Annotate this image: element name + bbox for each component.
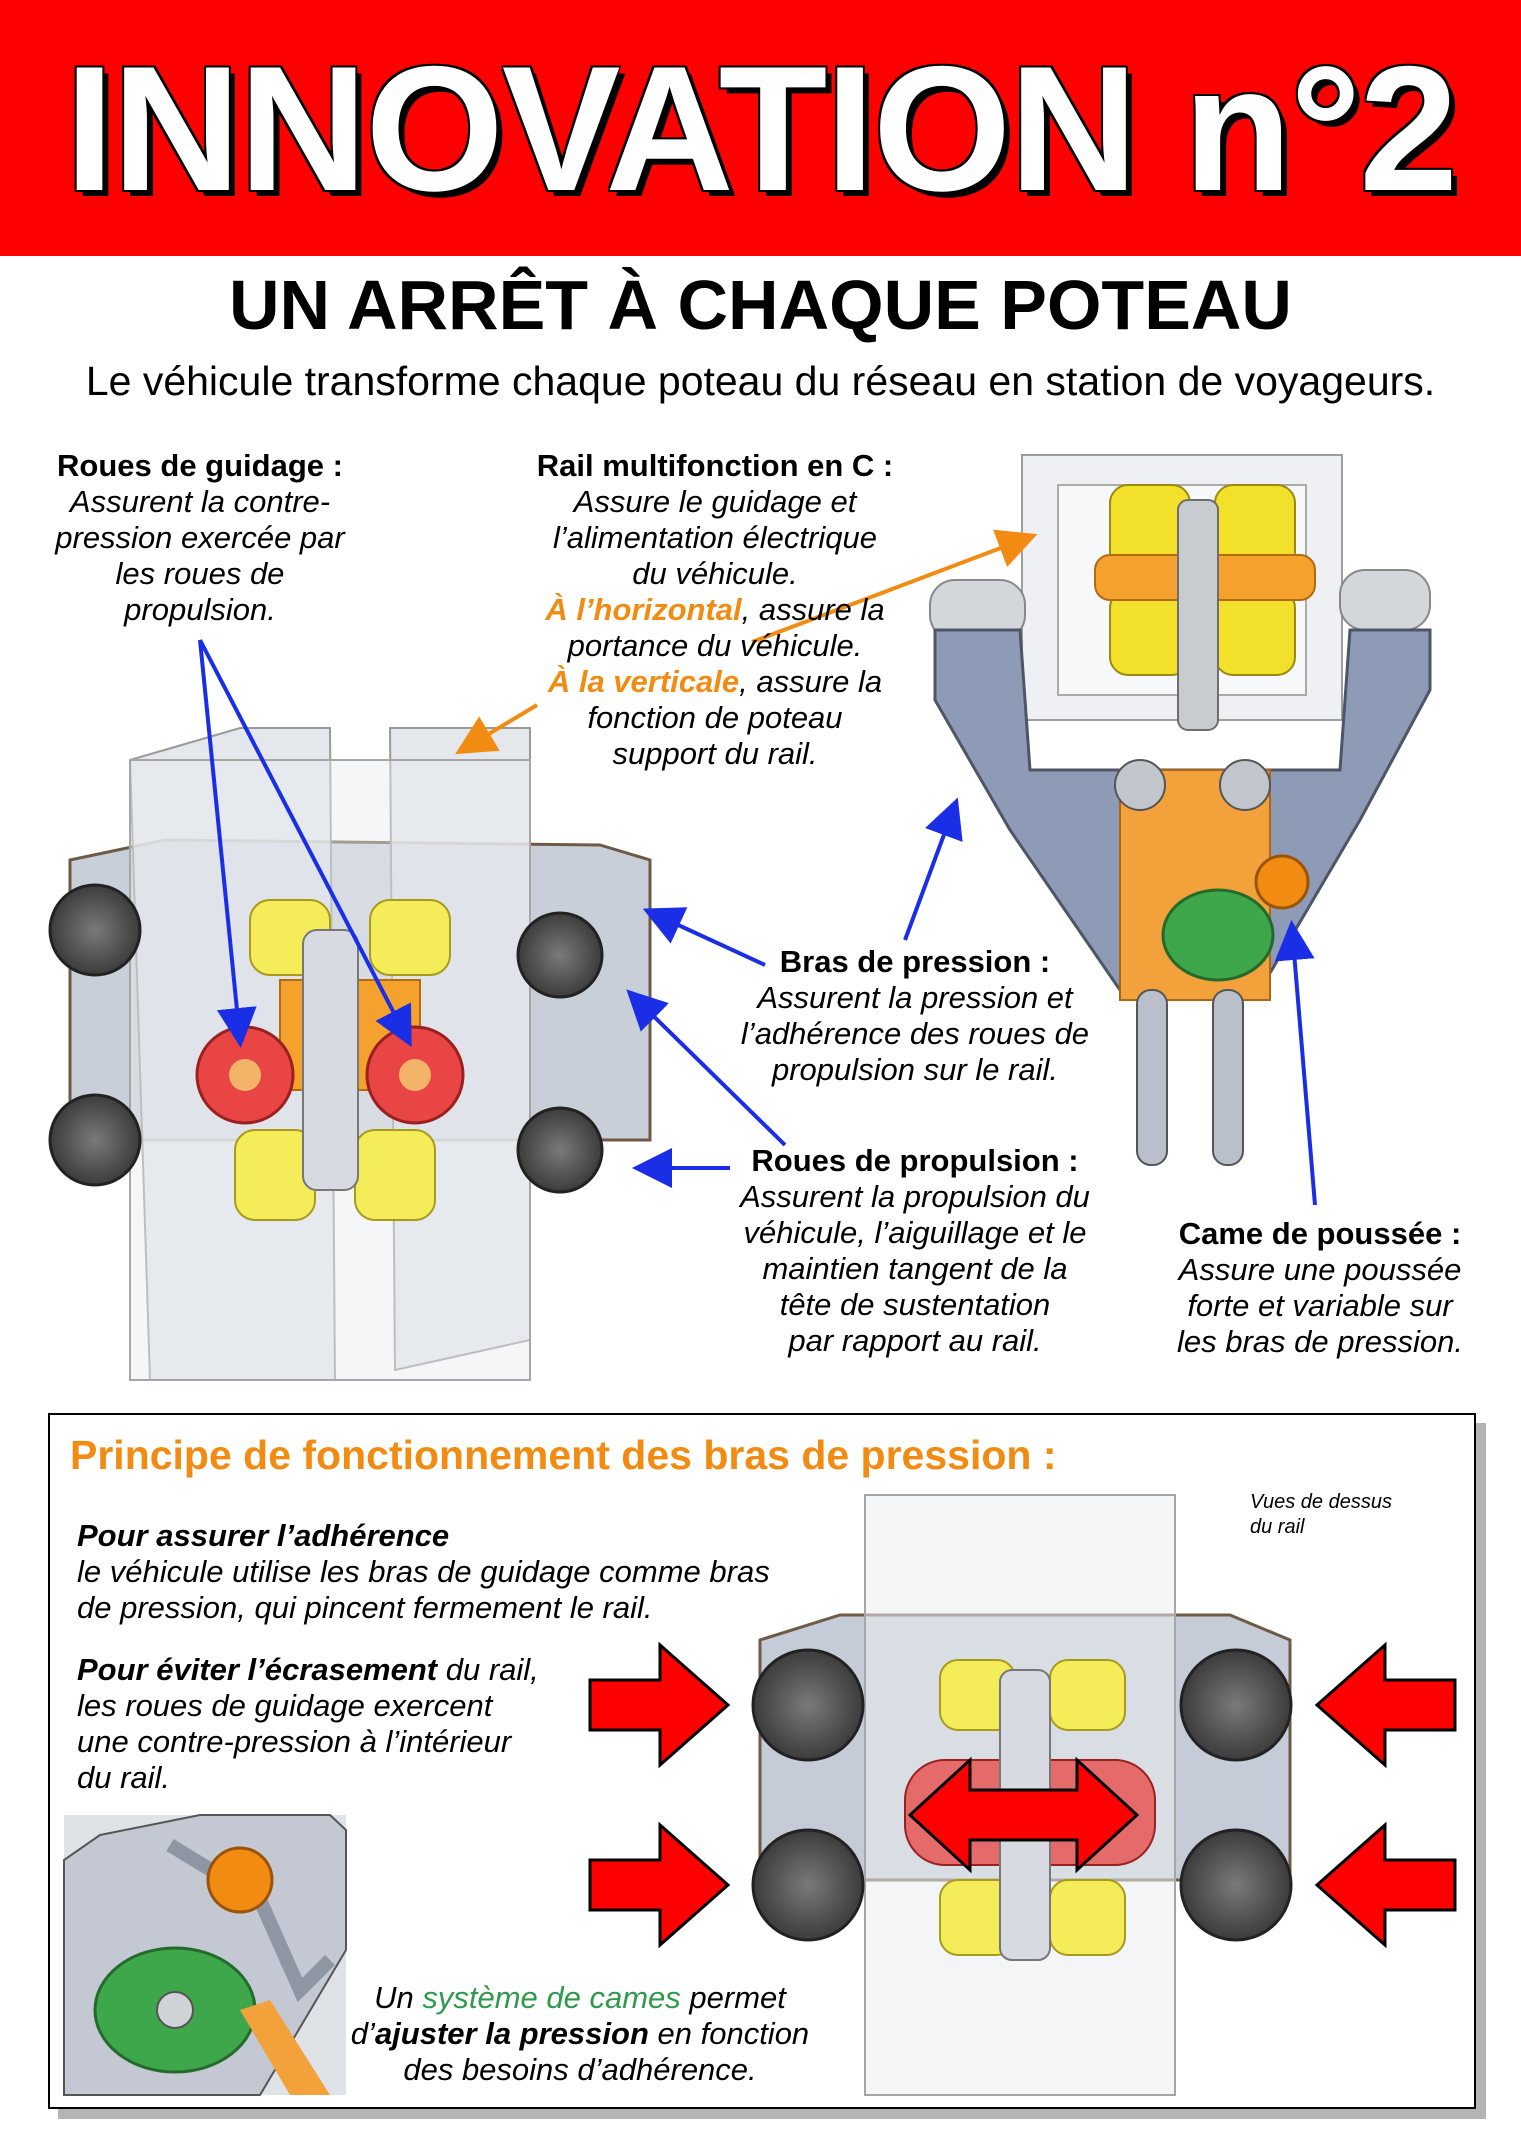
paragraph-text: du rail, (437, 1652, 539, 1687)
callout-line: portance du véhicule. (567, 628, 863, 663)
top-view-label-line: du rail (1250, 1516, 1305, 1538)
arrow-icon (903, 797, 963, 941)
callout-line: les roues de (115, 556, 285, 591)
arrow-icon (588, 1821, 731, 1949)
adherence-paragraph: Pour assurer l’adhérence le véhicule uti… (77, 1518, 837, 1626)
paragraph-line: du rail. (77, 1760, 171, 1795)
cam-detail-illustration (63, 1814, 347, 2096)
arrow-icon (642, 907, 766, 967)
title-banner (0, 0, 1521, 256)
guide-wheel-icon (48, 883, 142, 1187)
paragraph-line: de pression, qui pincent fermement le ra… (77, 1590, 653, 1625)
arrow-icon (455, 703, 539, 755)
horizontal-emphasis: À l’horizontal (545, 592, 742, 627)
callout-heading: Roues de guidage : (57, 448, 343, 483)
arrow-icon (751, 529, 1038, 644)
callout-guide-wheels: Roues de guidage : Assurent la contre- p… (30, 448, 370, 628)
callout-line: Assurent la pression et (757, 980, 1073, 1015)
vertical-emphasis: À la verticale (547, 664, 740, 699)
banner-title: INNOVATION n°2 (64, 28, 1458, 228)
paragraph-text: Un (374, 1980, 423, 2015)
callout-line: À l’horizontal, assure la (520, 592, 910, 628)
arrow-icon (198, 639, 412, 1048)
callout-line: Assurent la contre- (69, 484, 331, 519)
arrow-icon (1274, 920, 1317, 1206)
arrow-icon (1314, 1641, 1457, 1769)
callout-line: propulsion sur le rail. (771, 1052, 1059, 1087)
callout-line: Assure une poussée (1178, 1252, 1462, 1287)
callout-propulsion-wheels: Roues de propulsion : Assurent la propul… (720, 1143, 1110, 1359)
paragraph-line: des besoins d’adhérence. (403, 2052, 757, 2087)
callout-heading: Rail multifonction en C : (536, 448, 894, 483)
cam-system-paragraph: Un système de cames permet d’ajuster la … (300, 1980, 860, 2088)
callout-line: véhicule, l’aiguillage et le (743, 1215, 1087, 1250)
subtitle: UN ARRÊT À CHAQUE POTEAU (229, 266, 1292, 344)
callout-line: Assurent la propulsion du (740, 1179, 1090, 1214)
callout-line: du véhicule. (632, 556, 798, 591)
guide-wheel-icon (751, 1648, 1293, 1942)
crushing-paragraph: Pour éviter l’écrasement du rail, les ro… (77, 1652, 617, 1796)
arrow-icon (198, 639, 257, 1048)
callout-line: forte et variable sur (1187, 1288, 1453, 1323)
callout-pressure-arms: Bras de pression : Assurent la pression … (725, 944, 1105, 1088)
callout-line: l’adhérence des roues de (740, 1016, 1090, 1051)
callout-line: l’alimentation électrique (553, 520, 877, 555)
tagline: Le véhicule transforme chaque poteau du … (85, 358, 1436, 404)
paragraph-text: d’ (350, 2016, 375, 2051)
callout-line: Assure le guidage et (573, 484, 857, 519)
callout-line: maintien tangent de la (762, 1251, 1068, 1286)
callout-heading: Bras de pression : (779, 944, 1051, 979)
crushing-heading: Pour éviter l’écrasement (77, 1652, 438, 1687)
adherence-heading: Pour assurer l’adhérence (77, 1518, 450, 1553)
callout-cam: Came de poussée : Assure une poussée for… (1150, 1216, 1490, 1360)
paragraph-line: le véhicule utilise les bras de guidage … (77, 1554, 770, 1589)
callout-line: les bras de pression. (1176, 1324, 1464, 1359)
callout-line: propulsion. (124, 592, 276, 627)
callout-line: fonction de poteau (587, 700, 843, 735)
arrow-icon (626, 989, 787, 1147)
top-view-label-line: Vues de dessus (1250, 1491, 1392, 1513)
red-arrows (588, 1641, 1457, 1949)
cam-system-emphasis: système de cames (422, 1980, 681, 2015)
arrow-icon (588, 1641, 731, 1769)
orange-arrows (455, 529, 1038, 755)
callout-heading: Roues de propulsion : (751, 1143, 1079, 1178)
callout-heading: Came de poussée : (1178, 1216, 1462, 1251)
pressure-emphasis: ajuster la pression (374, 2016, 649, 2051)
callout-line: pression exercée par (55, 520, 345, 555)
callout-text: , assure la (741, 592, 885, 627)
arrow-icon (1314, 1821, 1457, 1949)
callout-line: support du rail. (612, 736, 818, 771)
cam-icon (1161, 854, 1310, 982)
callout-rail: Rail multifonction en C : Assure le guid… (520, 448, 910, 772)
paragraph-text: en fonction (648, 2016, 810, 2051)
right-assembly-illustration (929, 454, 1432, 1166)
propulsion-wheel-icon (516, 911, 604, 1194)
callout-line: tête de sustentation (779, 1287, 1051, 1322)
callout-line: par rapport au rail. (788, 1323, 1042, 1358)
callout-text: , assure la (739, 664, 883, 699)
top-view-label: Vues de dessus du rail (1250, 1490, 1392, 1540)
principle-title: Principe de fonctionnement des bras de p… (70, 1432, 1057, 1478)
arrow-icon (907, 1756, 1140, 1874)
paragraph-text: permet (680, 1980, 786, 2015)
paragraph-line: les roues de guidage exercent (77, 1688, 493, 1723)
callout-line: À la verticale, assure la (520, 664, 910, 700)
paragraph-line: une contre-pression à l’intérieur (77, 1724, 512, 1759)
